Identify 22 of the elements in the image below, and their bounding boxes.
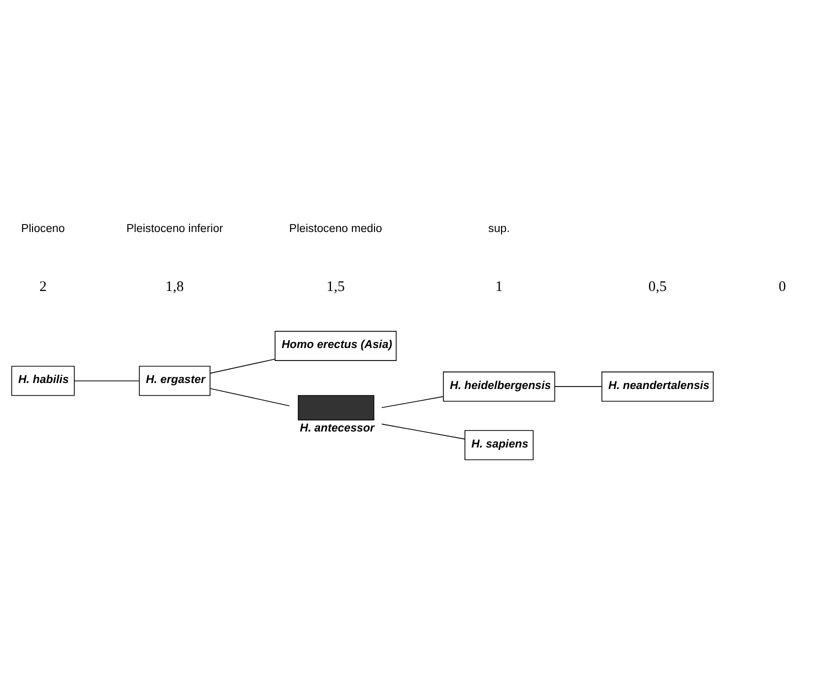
node-label: H. antecessor <box>300 422 374 434</box>
label: 0 <box>778 278 786 294</box>
connector <box>381 396 444 408</box>
connector <box>74 380 140 381</box>
node-box: H. ergaster <box>138 365 210 396</box>
label: 1 <box>495 278 503 294</box>
connector <box>210 388 290 406</box>
label: 1,5 <box>326 278 345 294</box>
label: 0,5 <box>648 278 667 294</box>
node-box: H. sapiens <box>464 430 534 460</box>
label: Plioceno <box>21 222 65 234</box>
connector <box>381 423 466 439</box>
node-box: Homo erectus (Asia) <box>274 330 397 360</box>
node-box: H. habilis <box>11 365 75 396</box>
label: 1,8 <box>166 278 184 294</box>
node-box: H. neandertalensis <box>601 371 714 402</box>
label: Pleistoceno inferior <box>126 222 224 234</box>
label: sup. <box>488 222 510 234</box>
label: 2 <box>39 278 47 294</box>
label: Pleistoceno medio <box>289 222 382 234</box>
connector <box>210 358 276 374</box>
node-box: H. heidelbergensis <box>442 371 556 402</box>
